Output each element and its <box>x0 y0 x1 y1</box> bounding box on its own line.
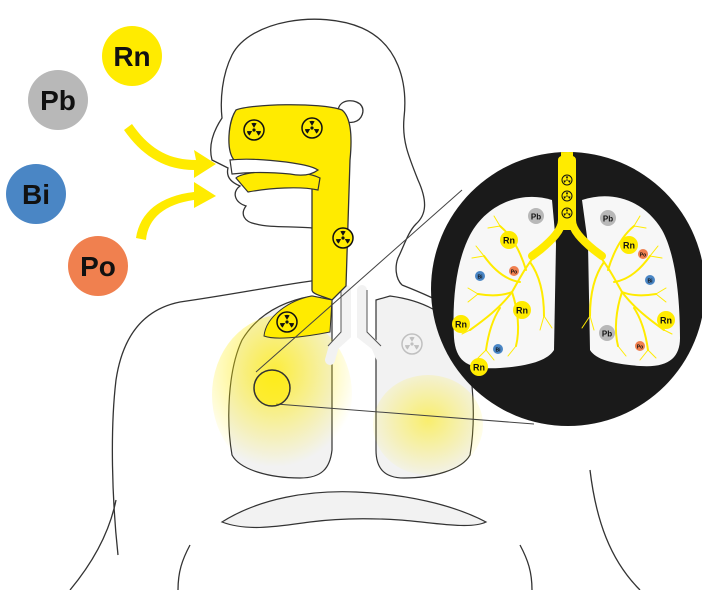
arm-right <box>520 545 532 590</box>
svg-text:Rn: Rn <box>516 306 528 316</box>
bismuth-badge: Bi <box>6 164 66 224</box>
svg-text:Rn: Rn <box>473 363 485 373</box>
particle-lead: Pb <box>528 208 544 224</box>
particle-radon: Rn <box>620 236 638 254</box>
particle-polonium: Po <box>509 266 519 276</box>
bronchi-outline <box>328 290 381 346</box>
svg-text:Rn: Rn <box>660 316 672 326</box>
polonium-label: Po <box>80 251 116 282</box>
radon-badge: Rn <box>102 26 162 86</box>
particle-radon: Rn <box>470 358 488 376</box>
inhale-arrows <box>124 124 216 240</box>
lead-badge: Pb <box>28 70 88 130</box>
particle-polonium: Po <box>635 341 645 351</box>
zoom-source-circle <box>254 370 290 406</box>
svg-text:Pb: Pb <box>531 213 541 222</box>
particle-bismuth: Bi <box>475 271 485 281</box>
torso-bottom <box>70 470 640 590</box>
svg-text:Bi: Bi <box>648 279 654 285</box>
svg-text:Po: Po <box>637 345 643 351</box>
radiation-icon <box>333 228 353 248</box>
zoom-inset: Pb Rn Po Bi Rn Rn <box>431 150 702 426</box>
element-legend: Rn Pb Bi Po <box>6 26 162 296</box>
left-upper-lung-airway <box>264 296 332 338</box>
radiation-icon <box>562 191 572 201</box>
radiation-icon <box>244 120 264 140</box>
radiation-icon <box>302 118 322 138</box>
particle-radon: Rn <box>500 231 518 249</box>
particle-bismuth: Bi <box>493 344 503 354</box>
radiation-icon <box>277 312 297 332</box>
diaphragm <box>222 492 486 528</box>
particle-radon: Rn <box>657 311 675 329</box>
svg-text:Rn: Rn <box>455 320 467 330</box>
polonium-badge: Po <box>68 236 128 296</box>
svg-text:Pb: Pb <box>603 215 613 224</box>
right-lung-glow <box>373 375 483 475</box>
svg-text:Bi: Bi <box>496 348 502 354</box>
radiation-icon <box>562 175 572 185</box>
bismuth-label: Bi <box>22 179 50 210</box>
svg-text:Po: Po <box>511 270 517 276</box>
lead-label: Pb <box>40 85 76 116</box>
particle-lead: Pb <box>600 210 616 226</box>
particle-radon: Rn <box>452 315 470 333</box>
radon-label: Rn <box>113 41 150 72</box>
curved-arrow-icon <box>136 182 216 240</box>
svg-text:Rn: Rn <box>503 236 515 246</box>
svg-text:Rn: Rn <box>623 241 635 251</box>
arm-left <box>178 545 190 590</box>
curved-arrow-icon <box>124 124 216 178</box>
radiation-icon <box>562 208 572 218</box>
svg-text:Bi: Bi <box>478 275 484 281</box>
particle-lead: Pb <box>599 325 615 341</box>
particle-bismuth: Bi <box>645 275 655 285</box>
bronchi <box>330 290 382 360</box>
particle-radon: Rn <box>513 301 531 319</box>
particle-polonium: Po <box>638 249 648 259</box>
svg-text:Pb: Pb <box>602 330 612 339</box>
svg-text:Po: Po <box>640 253 646 259</box>
